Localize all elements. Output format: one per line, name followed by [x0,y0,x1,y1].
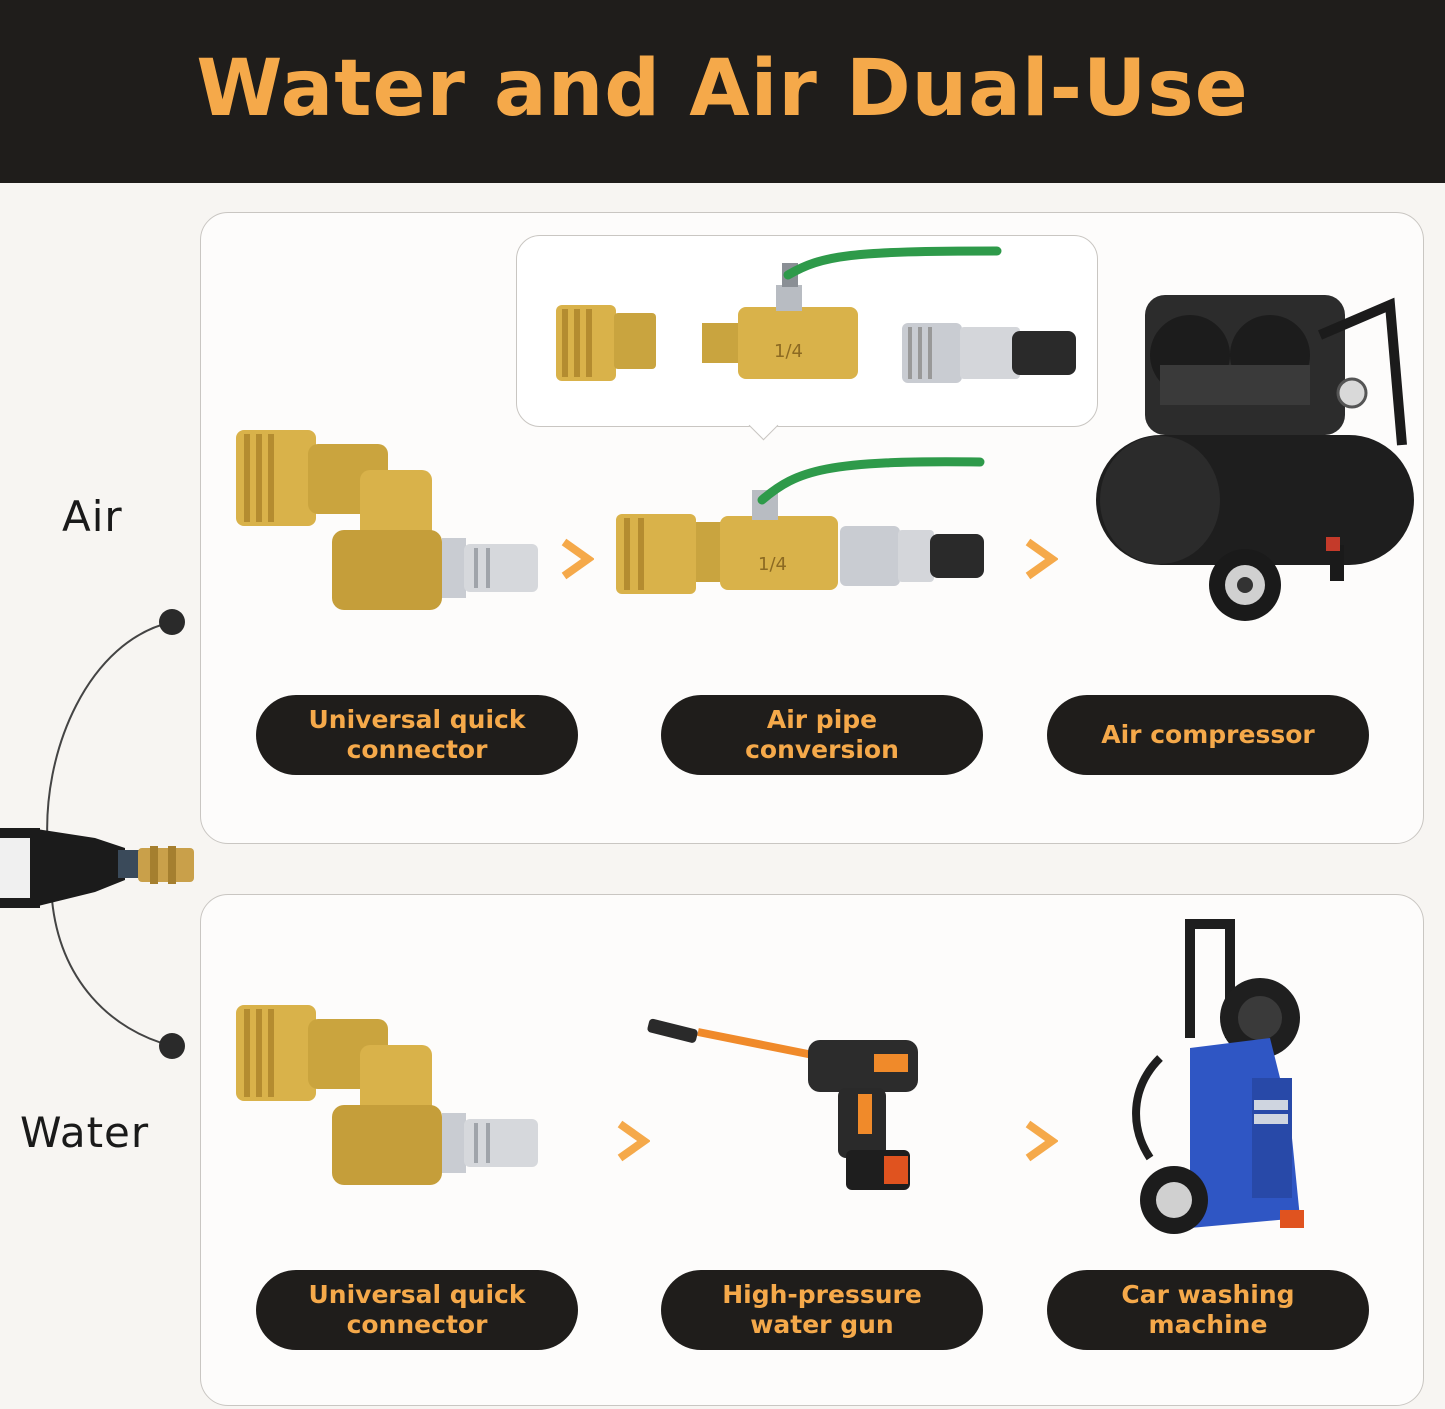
label-high-pressure-water-gun: High-pressure water gun [661,1270,983,1350]
arrow-right-icon [1025,1120,1058,1162]
arrow-right-icon [617,1120,650,1162]
svg-text:1/4: 1/4 [774,341,803,362]
connection-dot-icon [159,1033,185,1059]
arrow-right-icon [561,538,594,580]
connection-dot-icon [159,609,185,635]
page-title: Water and Air Dual-Use [196,44,1249,134]
label-air-compressor: Air compressor [1047,695,1369,775]
air-compressor-image [1096,295,1414,621]
label-universal-quick-connector-air: Universal quick connector [256,695,578,775]
water-label: Water [20,1108,150,1157]
air-conversion-parts: 1/4 [556,246,1076,383]
car-washer-image [1132,919,1304,1234]
quick-connector-water [236,1005,538,1185]
header-banner: Water and Air Dual-Use [0,0,1445,183]
quick-connector-air [236,430,538,610]
water-gun-image [647,1018,918,1190]
label-car-washing-machine: Car washing machine [1047,1270,1369,1350]
label-universal-quick-connector-water: Universal quick connector [256,1270,578,1350]
svg-text:1/4: 1/4 [758,554,787,575]
hose-wand-icon [0,828,194,908]
branch-connector [46,609,185,1059]
label-air-pipe-conversion: Air pipe conversion [661,695,983,775]
air-pipe-conversion: 1/4 [616,457,985,594]
air-label: Air [62,492,123,541]
arrow-right-icon [1025,538,1058,580]
